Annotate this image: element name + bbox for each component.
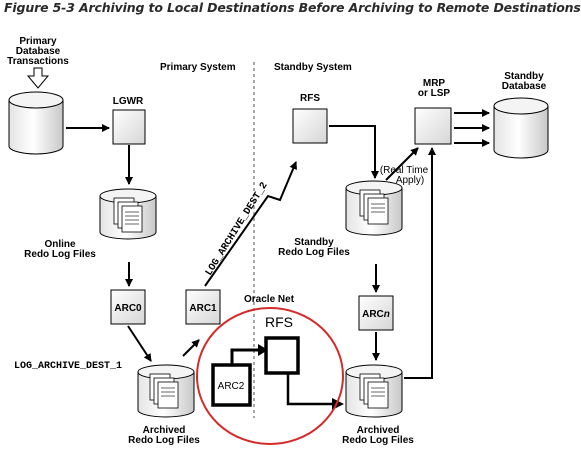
arrow-arc1-to-rfs [204, 161, 297, 287]
arc2-label: ARC2 [218, 381, 245, 392]
archived-redo-log-primary-label: Archived Redo Log Files [128, 425, 200, 446]
arc0-process-box [110, 289, 146, 325]
log-archive-dest-2-label: LOG_ARCHIVE_DEST_2 [204, 181, 271, 278]
svg-text:Transactions: Transactions [7, 56, 69, 67]
rfs-overlay-box [264, 336, 300, 375]
arrow-arc0-to-archived [127, 325, 152, 362]
rfs-process-box [292, 108, 328, 144]
svg-text:or LSP: or LSP [418, 88, 451, 99]
arrow-standby-redo-to-mrp [385, 147, 419, 181]
svg-text:Database: Database [502, 81, 547, 92]
arrow-archived-to-arc1 [182, 339, 200, 357]
arc2-process-box [211, 363, 252, 407]
arcn-process-box [358, 295, 394, 331]
mrp-label: MRP or LSP [418, 78, 451, 99]
standby-redo-log-label: Standby Redo Log Files [278, 237, 350, 258]
svg-text:Archived: Archived [357, 425, 400, 436]
archived-redo-log-primary-icon [137, 364, 195, 418]
arrow-rfs-to-standby-redo [329, 125, 379, 179]
standby-database-label: Standby Database [502, 71, 547, 92]
svg-text:Redo Log Files: Redo Log Files [342, 435, 414, 446]
svg-text:Primary: Primary [19, 36, 57, 47]
online-redo-log-icon [99, 188, 157, 240]
arc2-overlay-group: ARC2 RFS [196, 307, 344, 445]
transactions-label: Primary Database Transactions [7, 36, 69, 67]
arc1-label: ARC1 [189, 303, 217, 314]
oracle-net-label: Oracle Net [244, 294, 295, 305]
svg-text:Archived: Archived [143, 425, 186, 436]
svg-text:(Real Time: (Real Time [380, 165, 429, 176]
primary-database-icon [8, 91, 64, 155]
mrp-process-box [414, 107, 452, 145]
rfs-to-archived-line [286, 374, 334, 406]
svg-text:Redo Log Files: Redo Log Files [128, 435, 200, 446]
svg-text:MRP: MRP [423, 78, 446, 89]
arcn-label: ARCn [362, 309, 390, 320]
arrow-archived-to-mrp [404, 147, 436, 379]
online-redo-log-label: Online Redo Log Files [24, 239, 96, 260]
figure-caption: Figure 5-3 Archiving to Local Destinatio… [4, 0, 581, 15]
svg-text:Redo Log Files: Redo Log Files [278, 247, 350, 258]
archived-redo-log-standby-icon [345, 364, 403, 418]
svg-text:Online: Online [44, 239, 76, 250]
archiving-diagram: Primary System Standby System Primary Da… [7, 36, 549, 446]
highlight-circle [196, 307, 344, 445]
primary-system-label: Primary System [160, 62, 236, 73]
log-archive-dest-1-label: LOG_ARCHIVE_DEST_1 [14, 361, 122, 372]
arc1-process-box [185, 289, 221, 325]
svg-text:Standby: Standby [504, 71, 544, 82]
rfs-label: RFS [300, 93, 320, 104]
standby-redo-log-icon [345, 180, 403, 236]
archived-redo-log-standby-label: Archived Redo Log Files [342, 425, 414, 446]
svg-text:Database: Database [16, 46, 61, 57]
real-time-apply-label: (Real Time Apply) [380, 165, 429, 186]
rfs-overlay-label: RFS [265, 314, 293, 330]
lgwr-process-box [112, 109, 146, 145]
svg-text:Standby: Standby [294, 237, 334, 248]
arc0-label: ARC0 [114, 303, 142, 314]
svg-text:Apply): Apply) [396, 175, 424, 186]
diagram-canvas: Figure 5-3 Archiving to Local Destinatio… [4, 0, 581, 446]
standby-system-label: Standby System [274, 62, 352, 73]
transactions-arrow-icon [26, 67, 50, 89]
svg-text:Redo Log Files: Redo Log Files [24, 249, 96, 260]
standby-database-icon [493, 97, 549, 159]
lgwr-label: LGWR [113, 96, 144, 107]
arc2-to-rfs-arrowhead [258, 344, 268, 356]
